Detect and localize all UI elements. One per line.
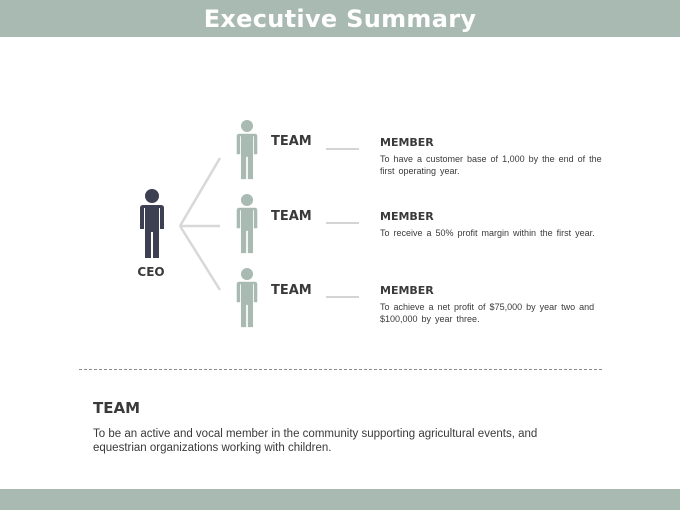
header-bar [0,0,680,37]
member-description: To receive a 50% profit margin within th… [380,228,595,238]
team-person-icon [236,194,258,254]
team-connector-line [326,222,359,224]
branch-line-top [178,157,222,227]
team-label: TEAM [271,134,312,149]
footer-bar [0,489,680,510]
page-title: Executive Summary [203,5,477,33]
section-divider [79,369,602,370]
ceo-label: CEO [137,265,165,279]
member-title: MEMBER [380,136,434,149]
team-person-icon [236,268,258,328]
team-label: TEAM [271,283,312,298]
ceo-person-icon [140,189,164,258]
branch-line-bottom [178,225,222,291]
team-connector-line [326,296,359,298]
member-title: MEMBER [380,284,434,297]
team-label: TEAM [271,209,312,224]
team-person-icon [236,120,258,180]
member-title: MEMBER [380,210,434,223]
member-description: To achieve a net profit of $75,000 by ye… [380,302,595,324]
team-connector-line [326,148,359,150]
summary-title: TEAM [93,399,141,417]
member-description: To have a customer base of 1,000 by the … [380,154,602,176]
summary-body: To be an active and vocal member in the … [93,428,538,454]
